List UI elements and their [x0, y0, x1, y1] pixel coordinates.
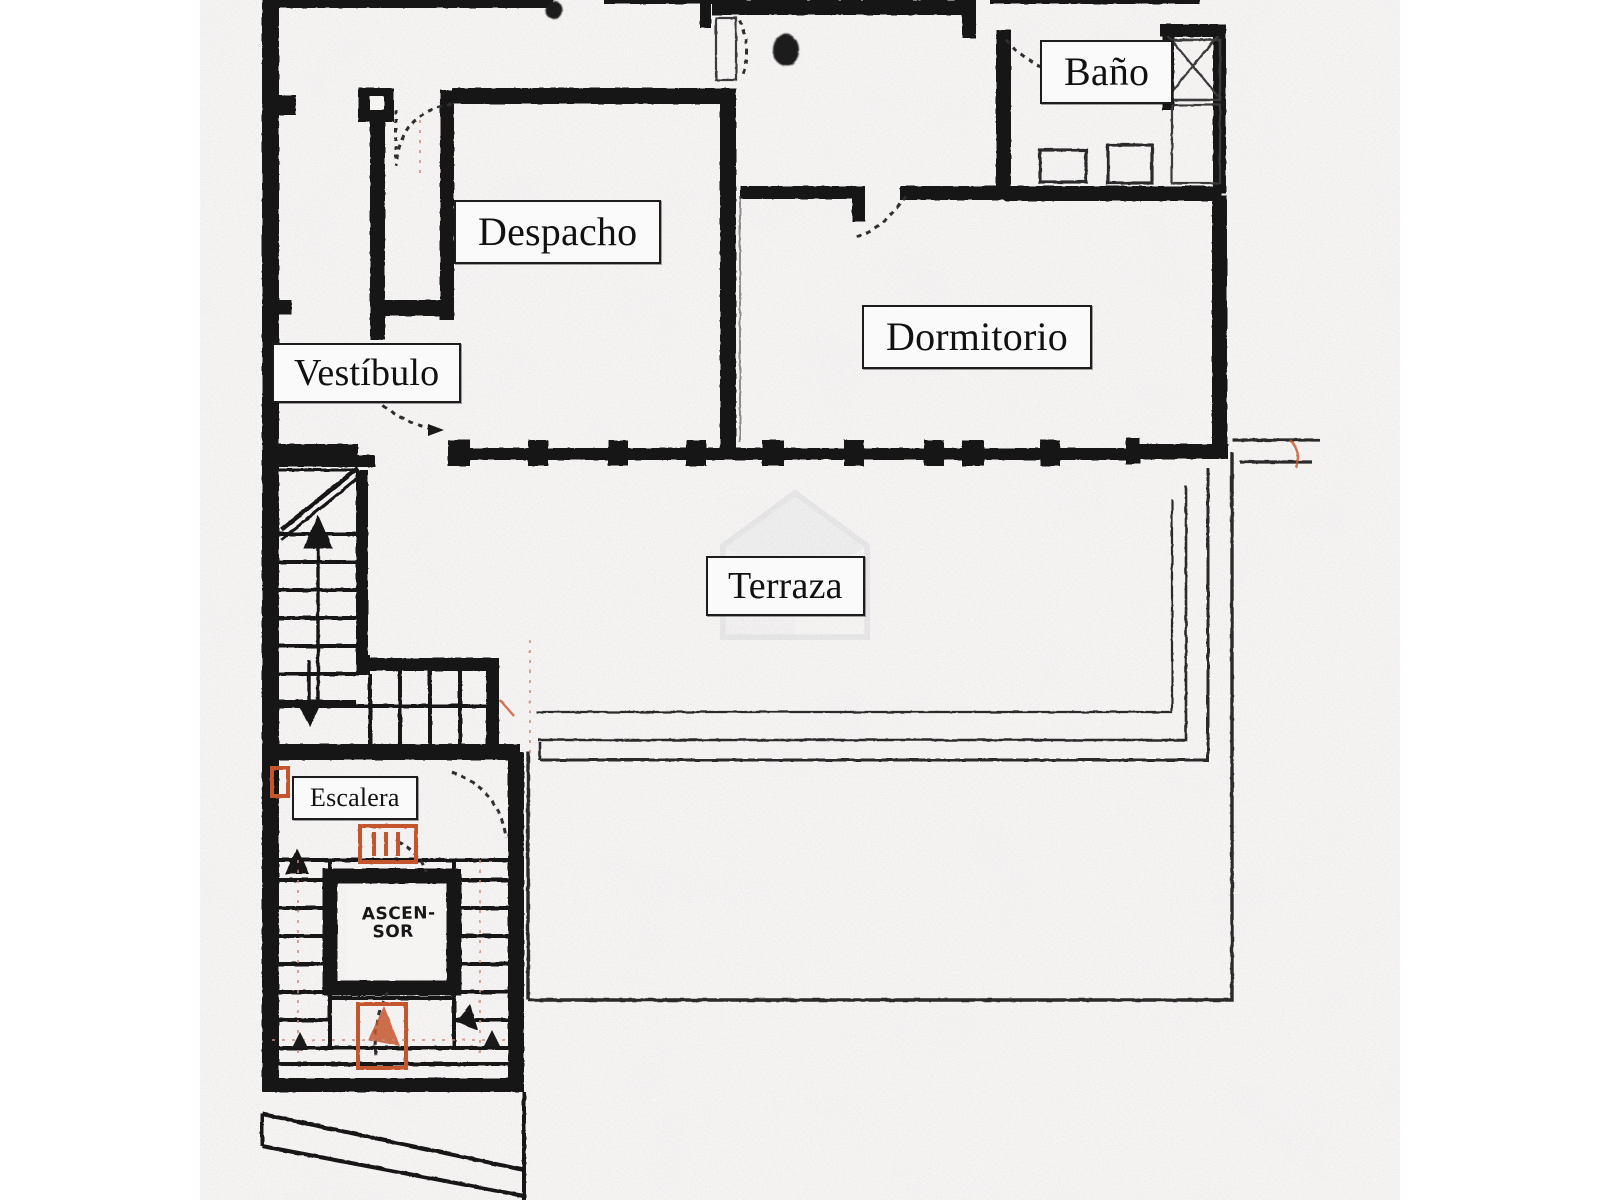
ink-smudge — [546, 1, 799, 66]
room-label-terraza: Terraza — [706, 556, 865, 616]
room-label-text: Dormitorio — [886, 314, 1068, 359]
room-label-vestibulo: Vestíbulo — [272, 343, 462, 403]
room-label-bano: Baño — [1040, 40, 1174, 104]
door-swing-arcs — [366, 19, 1057, 1057]
room-label-text: Terraza — [728, 565, 843, 607]
room-label-text: Baño — [1064, 49, 1150, 94]
room-label-dormitorio: Dormitorio — [862, 305, 1092, 369]
stair-lower-landing-arrow — [456, 1004, 478, 1030]
elevator-caption-line2: SOR — [372, 921, 414, 943]
red-pen-annotations — [270, 120, 1300, 1070]
room-label-escalera: Escalera — [292, 776, 418, 820]
terrace-parapet-lines — [526, 438, 1320, 1002]
elevator-caption: ASCEN- SOR — [362, 903, 436, 943]
small-arrowheads — [292, 424, 500, 1048]
angled-base-wall — [260, 1092, 526, 1200]
room-label-text: Despacho — [478, 209, 638, 254]
fixture-outlines — [714, 16, 1219, 442]
room-label-despacho: Despacho — [454, 200, 662, 264]
room-label-text: Vestíbulo — [294, 352, 440, 394]
room-label-text: Escalera — [310, 783, 400, 812]
stair-direction-arrows — [295, 514, 333, 728]
